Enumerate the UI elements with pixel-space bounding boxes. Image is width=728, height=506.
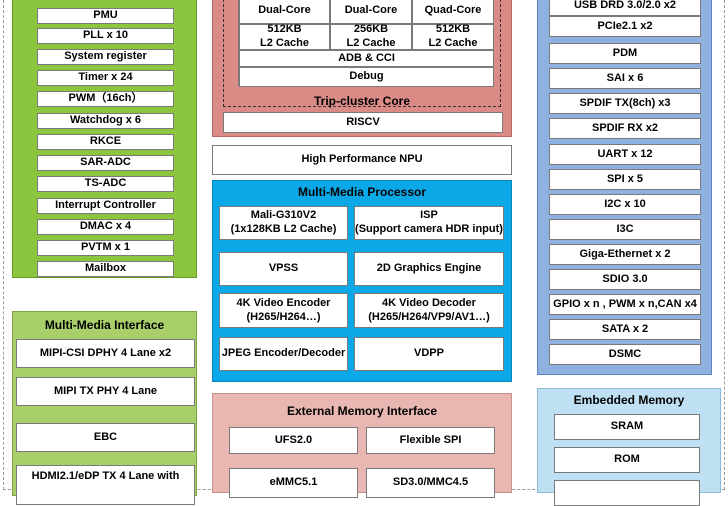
video-encoder-block: 4K Video Encoder (H265/H264…)	[219, 293, 348, 328]
interface-item: PDM	[549, 43, 701, 64]
core-inner: Dual-Core Dual-Core Quad-Core 512KB L2 C…	[238, 0, 494, 87]
peripheral-item: TS-ADC	[37, 176, 174, 192]
interface-item: SATA x 2	[549, 319, 701, 340]
peripheral-item: System register	[37, 49, 174, 65]
panel-title: Multi-Media Interface	[44, 318, 165, 332]
debug-block: Debug	[239, 67, 494, 87]
adb-cci: ADB & CCI	[239, 50, 494, 67]
panel-title: Multi-Media Processor	[297, 185, 427, 199]
external-memory-panel: External Memory Interface UFS2.0 Flexibl…	[212, 393, 512, 498]
interface-item: GPIO x n , PWM x n,CAN x4	[549, 294, 701, 315]
interface-item: UART x 12	[549, 144, 701, 165]
hdmi-edp-block: HDMI2.1/eDP TX 4 Lane with	[16, 465, 195, 505]
peripheral-item: PLL x 10	[37, 28, 174, 44]
mipi-csi-block: MIPI-CSI DPHY 4 Lane x2	[16, 339, 195, 368]
interface-item: I2C x 10	[549, 194, 701, 215]
peripheral-item: Interrupt Controller	[37, 198, 174, 214]
peripheral-item: PVTM x 1	[37, 240, 174, 256]
isp-block: ISP (Support camera HDR input)	[354, 206, 504, 240]
core-dual-b: Dual-Core	[330, 0, 412, 24]
vdpp-block: VDPP	[354, 337, 504, 371]
video-decoder-block: 4K Video Decoder (H265/H264/VP9/AV1…)	[354, 293, 504, 328]
rom-block: ROM	[554, 447, 700, 473]
peripheral-item: Watchdog x 6	[37, 113, 174, 129]
multimedia-interface-panel: Multi-Media Interface MIPI-CSI DPHY 4 La…	[12, 311, 197, 505]
gpu-block: Mali-G310V2 (1x128KB L2 Cache)	[219, 206, 348, 240]
riscv-block: RISCV	[223, 112, 503, 133]
interface-item: SAI x 6	[549, 68, 701, 89]
panel-title: Embedded Memory	[573, 393, 685, 407]
flexible-spi-block: Flexible SPI	[366, 427, 495, 454]
panel-title: External Memory Interface	[286, 404, 438, 418]
emmc-block: eMMC5.1	[229, 468, 358, 498]
cpu-cluster-panel: Dual-Core Dual-Core Quad-Core 512KB L2 C…	[212, 0, 512, 137]
cluster-boundary	[223, 0, 501, 107]
ufs-block: UFS2.0	[229, 427, 358, 454]
cluster-title: Trip-cluster Core	[313, 94, 411, 108]
core-dual-a: Dual-Core	[239, 0, 330, 24]
interface-item: SDIO 3.0	[549, 269, 701, 290]
peripheral-item: Mailbox	[37, 261, 174, 277]
sd-mmc-block: SD3.0/MMC4.5	[366, 468, 495, 498]
multimedia-processor-panel: Multi-Media Processor Mali-G310V2 (1x128…	[212, 180, 512, 382]
memory-block-3	[554, 480, 700, 506]
interface-item: USB DRD 3.0/2.0 x2	[549, 0, 701, 16]
interface-item: PCIe2.1 x2	[549, 16, 701, 37]
interface-item: DSMC	[549, 344, 701, 365]
cache-c: 512KB L2 Cache	[412, 23, 494, 50]
interface-item: SPDIF TX(8ch) x3	[549, 93, 701, 114]
peripheral-item: PMU	[37, 8, 174, 24]
interface-item: I3C	[549, 219, 701, 240]
npu-block: High Performance NPU	[212, 145, 512, 175]
peripheral-item: PWM（16ch）	[37, 91, 174, 107]
peripheral-item: DMAC x 4	[37, 219, 174, 235]
peripheral-item: SAR-ADC	[37, 155, 174, 171]
interface-item: SPI x 5	[549, 169, 701, 190]
vpss-block: VPSS	[219, 252, 348, 286]
mipi-tx-block: MIPI TX PHY 4 Lane	[16, 377, 195, 406]
interface-item: SPDIF RX x2	[549, 118, 701, 139]
cache-b: 256KB L2 Cache	[330, 23, 412, 50]
cache-a: 512KB L2 Cache	[239, 23, 330, 50]
jpeg-block: JPEG Encoder/Decoder	[219, 337, 348, 371]
sram-block: SRAM	[554, 414, 700, 440]
interface-item: Giga-Ethernet x 2	[549, 244, 701, 265]
core-quad: Quad-Core	[412, 0, 494, 24]
ebc-block: EBC	[16, 423, 195, 452]
peripheral-item: Timer x 24	[37, 70, 174, 86]
2d-engine-block: 2D Graphics Engine	[354, 252, 504, 286]
embedded-memory-panel: Embedded Memory SRAM ROM	[537, 388, 721, 506]
peripheral-item: RKCE	[37, 134, 174, 150]
